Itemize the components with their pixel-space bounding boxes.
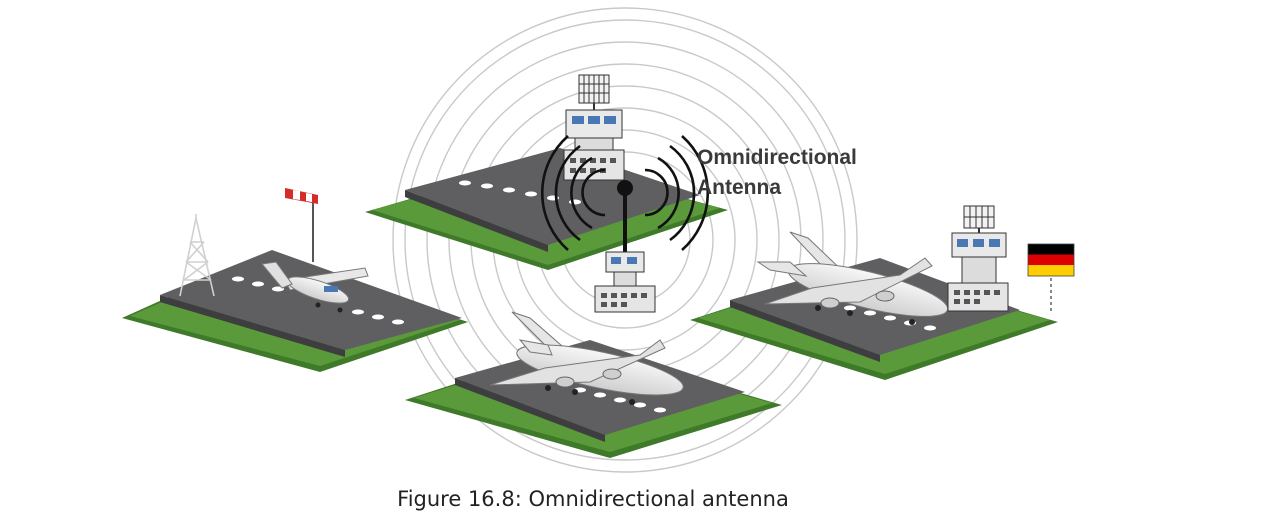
runway-lights: [459, 180, 581, 205]
omni-antenna-icon: [540, 135, 710, 313]
antenna-label-line-1: Omnidirectional: [697, 146, 857, 169]
german-flag-icon: [1027, 243, 1075, 312]
airport-left: [122, 250, 468, 372]
jet-right: [756, 231, 949, 325]
small-plane: [261, 261, 369, 313]
jet-bottom: [489, 311, 684, 405]
runway-lights: [232, 276, 404, 325]
control-tower-icon: [947, 205, 1009, 312]
antenna-label-line-2: Antenna: [697, 176, 781, 199]
radio-mast-icon: [179, 214, 215, 297]
windsock-icon: [285, 188, 318, 262]
antenna-label: Omnidirectional Antenna: [697, 143, 857, 203]
runway-lights: [844, 305, 936, 331]
control-tower-icon: [563, 74, 625, 181]
figure-caption: Figure 16.8: Omnidirectional antenna: [397, 487, 789, 511]
